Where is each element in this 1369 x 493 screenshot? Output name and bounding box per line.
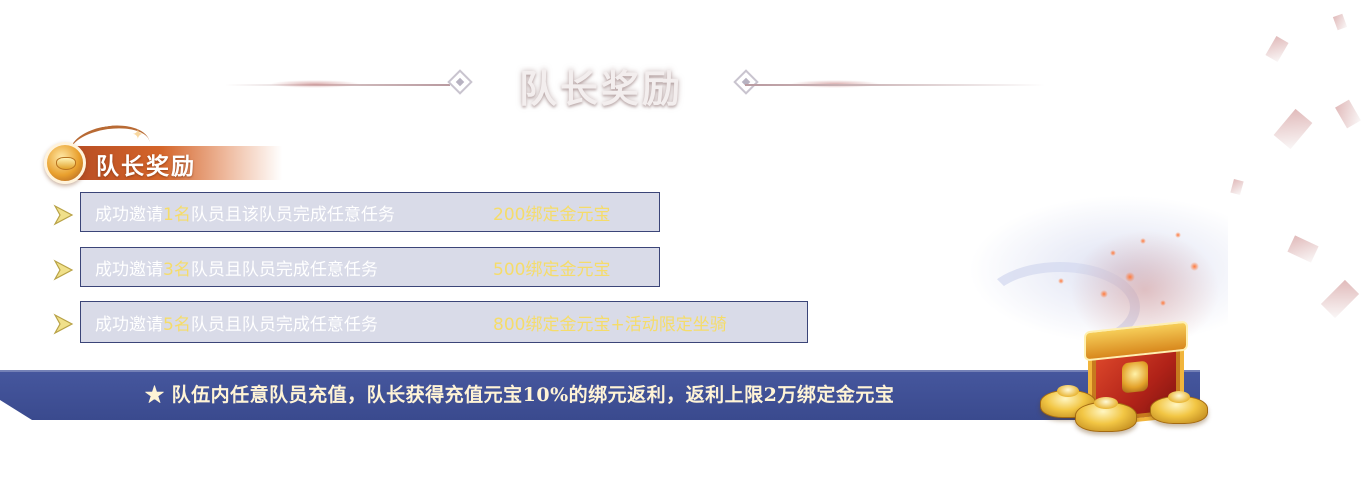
banner-message: 队伍内任意队员充值，队长获得充值元宝10%的绑元返利，返利上限2万绑定金元宝 (171, 384, 895, 406)
petal-decoration (1230, 178, 1244, 196)
chest-lock-icon (1122, 360, 1148, 394)
info-banner-text: ★ 队伍内任意队员充值，队长获得充值元宝10%的绑元返利，返利上限2万绑定金元宝 (145, 380, 894, 407)
petal-decoration (1265, 35, 1289, 63)
ember-decoration (1140, 238, 1146, 244)
reward-amount: 800绑定金元宝+活动限定坐骑 (493, 314, 727, 335)
reward-count: 1名 (163, 204, 191, 225)
section-badge-ribbon (62, 146, 282, 180)
petal-decoration (1335, 99, 1361, 129)
gold-ingot-icon (44, 142, 86, 184)
petal-decoration (1332, 13, 1348, 31)
section-title: 队长奖励 (96, 153, 196, 180)
petal-decoration (1320, 279, 1360, 319)
reward-amount: 500绑定金元宝 (493, 259, 611, 280)
cloud-swirl-decoration (980, 262, 1140, 352)
gold-ingot-icon (1075, 397, 1137, 432)
ember-decoration (1110, 250, 1116, 256)
arrow-right-icon (53, 259, 74, 281)
arrow-right-icon (53, 204, 74, 226)
arrow-right-icon (53, 313, 74, 335)
reward-amount: 200绑定金元宝 (493, 204, 611, 225)
petal-decoration (1273, 108, 1313, 150)
header-title: 队长奖励 (518, 66, 683, 111)
gold-ingot-icon (1150, 391, 1208, 424)
reward-condition-pre: 成功邀请 (95, 259, 163, 280)
star-icon: ★ (145, 384, 165, 406)
ember-decoration (1100, 290, 1108, 298)
reward-count: 3名 (163, 259, 191, 280)
reward-condition-post: 队员且队员完成任意任务 (190, 259, 378, 280)
reward-count: 5名 (163, 314, 191, 335)
header-left-diamond-icon (447, 69, 473, 95)
header-right-diamond-icon (733, 69, 759, 95)
ember-decoration (1190, 262, 1199, 271)
header-left-glow (270, 80, 360, 88)
header-right-line (745, 84, 1045, 86)
reward-condition-post: 队员且队员完成任意任务 (190, 314, 378, 335)
ember-decoration (1175, 232, 1181, 238)
petal-decoration (1287, 235, 1319, 263)
sparkle-icon: ✦ (132, 127, 144, 143)
reward-condition-pre: 成功邀请 (95, 204, 163, 225)
info-banner (0, 370, 1200, 420)
ember-decoration (1125, 272, 1135, 282)
reward-condition-pre: 成功邀请 (95, 314, 163, 335)
reward-condition-post: 队员且该队员完成任意任务 (190, 204, 395, 225)
ember-decoration (1160, 300, 1166, 306)
ember-decoration (1058, 278, 1064, 284)
